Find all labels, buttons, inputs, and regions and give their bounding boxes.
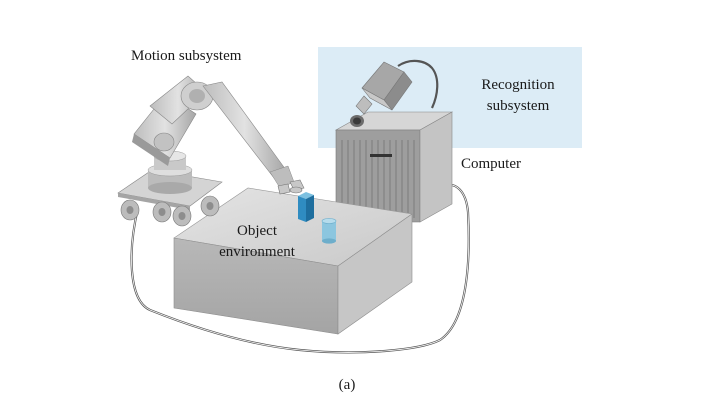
robot-to-computer-cable-inner — [131, 184, 470, 353]
camera — [350, 61, 413, 127]
object-environment-label-line1: Object — [237, 223, 277, 239]
camera-cable — [397, 59, 439, 109]
computer — [334, 111, 454, 223]
figure-caption: (a) — [338, 377, 356, 393]
object-environment-table — [173, 187, 413, 335]
recognition-subsystem-label-line2: subsystem — [486, 98, 550, 114]
object-environment-label-line2: environment — [219, 244, 295, 260]
robot-gripper — [277, 179, 305, 195]
computer-label: Computer — [461, 156, 521, 172]
object-box — [298, 192, 314, 222]
motion-subsystem-label: Motion subsystem — [131, 48, 242, 64]
recognition-subsystem-label-line1: Recognition — [481, 77, 555, 93]
object-cylinder — [321, 218, 337, 244]
robot-arm — [132, 75, 295, 189]
